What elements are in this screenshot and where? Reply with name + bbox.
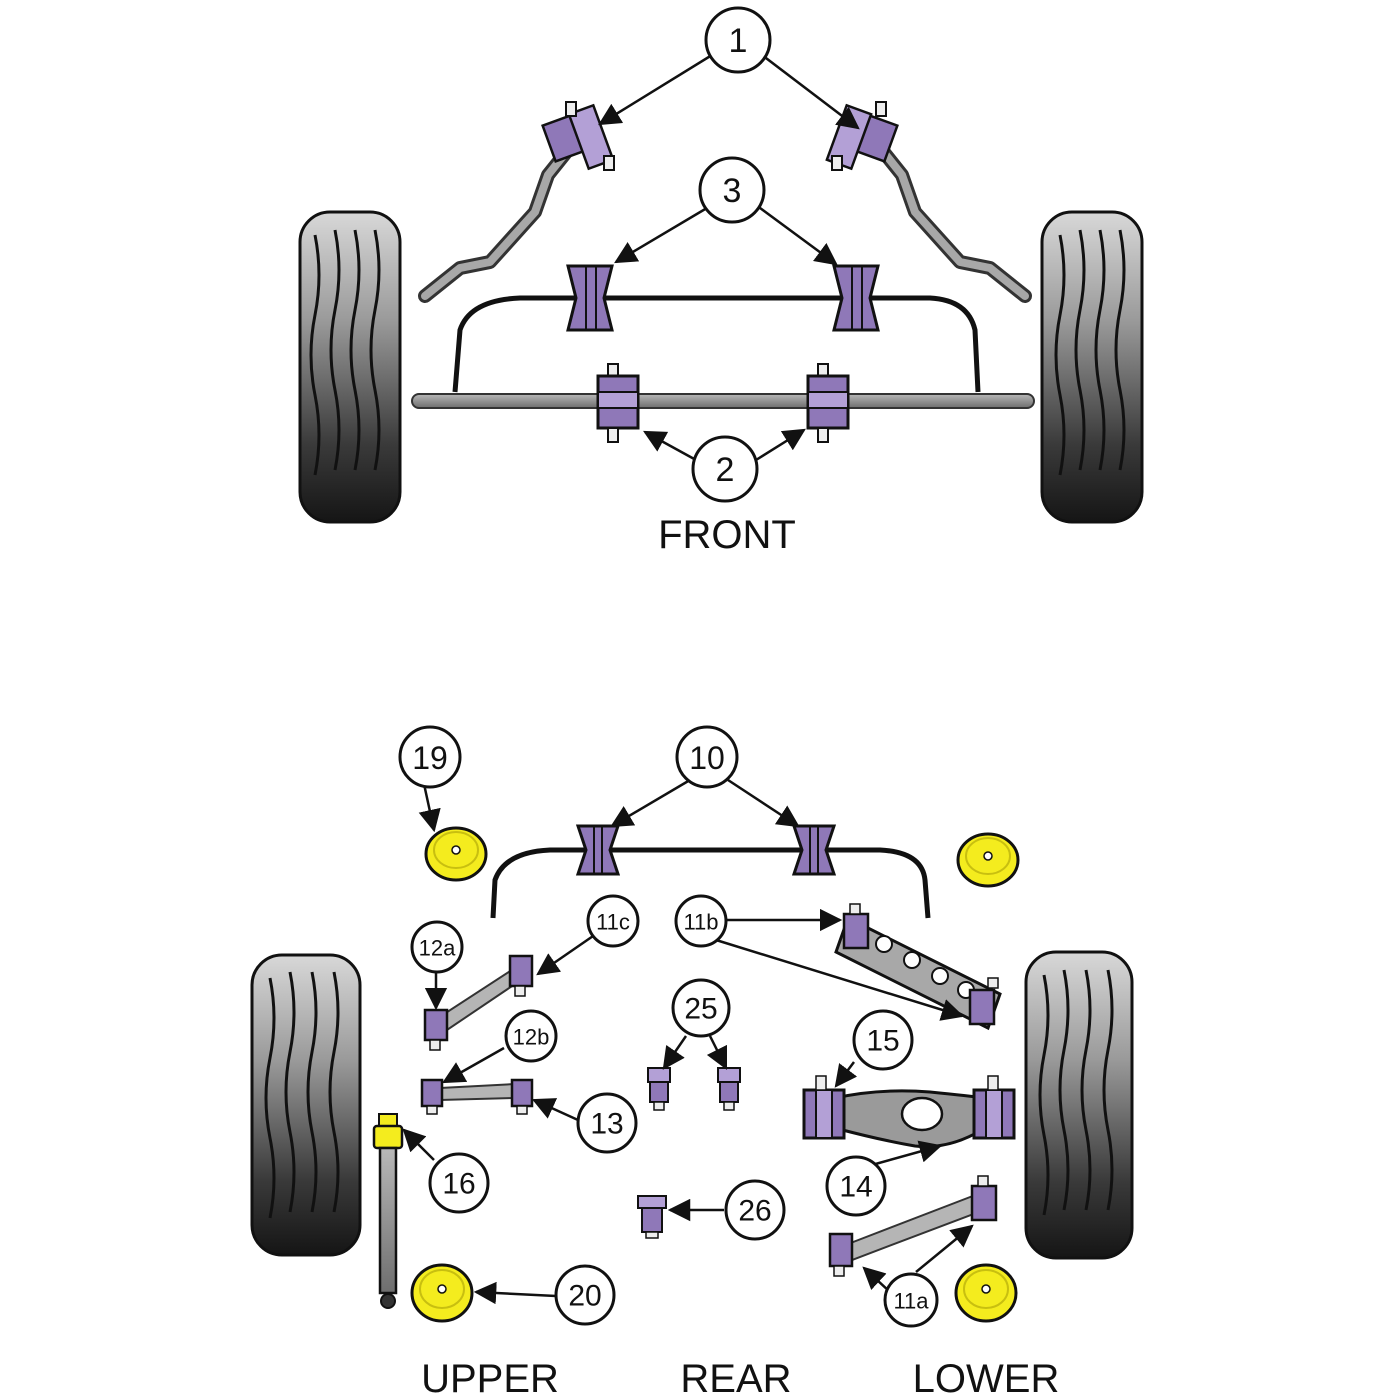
front-label: FRONT [658, 513, 796, 557]
bush-2-right [806, 363, 850, 443]
svg-text:19: 19 [412, 740, 448, 776]
bush-3-left [566, 264, 614, 332]
bush-26 [637, 1195, 667, 1239]
callout-11a: 11a [883, 1272, 939, 1328]
svg-text:11b: 11b [683, 910, 718, 935]
top-mount-19-left [424, 826, 488, 882]
front-diagram: 1 3 2 FRONT [298, 6, 1144, 557]
bush-10-right [791, 824, 837, 876]
rear-arrows [402, 778, 974, 1305]
svg-text:2: 2 [716, 451, 735, 489]
callout-3: 3 [698, 156, 766, 224]
front-right-tyre [1040, 210, 1144, 524]
front-subframe-bar [452, 295, 981, 393]
svg-text:26: 26 [738, 1195, 771, 1228]
callout-15: 15 [852, 1009, 914, 1071]
lower-label: LOWER [913, 1357, 1060, 1400]
shock-absorber-16 [372, 1113, 404, 1309]
bush-25-right [717, 1067, 741, 1111]
rear-label: REAR [680, 1357, 791, 1400]
top-mount-19-right [956, 832, 1020, 888]
arm-12a-11c [423, 954, 534, 1051]
front-left-tyre [298, 210, 402, 524]
svg-text:12a: 12a [419, 936, 456, 961]
bush-25-left [647, 1067, 671, 1111]
upper-label: UPPER [421, 1357, 559, 1400]
callout-2: 2 [691, 435, 759, 503]
callout-10: 10 [675, 725, 739, 789]
svg-text:10: 10 [689, 740, 725, 776]
bush-1-right [825, 101, 899, 171]
svg-text:11c: 11c [596, 910, 630, 935]
callout-16: 16 [428, 1152, 490, 1214]
rear-diagram: 19 10 11c 11b 12a 12b 25 15 [250, 725, 1134, 1400]
arm-11a [828, 1175, 998, 1277]
callout-1: 1 [704, 6, 772, 74]
callout-26: 26 [724, 1179, 786, 1241]
callout-11c: 11c [586, 894, 640, 948]
svg-text:15: 15 [866, 1025, 899, 1058]
callout-19: 19 [398, 725, 462, 789]
callout-25: 25 [671, 978, 731, 1038]
arm-11b [834, 903, 1002, 1031]
svg-text:25: 25 [684, 993, 717, 1026]
callout-12a: 12a [410, 920, 464, 974]
callout-20: 20 [554, 1264, 616, 1326]
svg-text:3: 3 [723, 172, 742, 210]
callout-13: 13 [576, 1092, 638, 1154]
svg-text:1: 1 [729, 22, 748, 60]
rear-left-tyre [250, 953, 362, 1257]
svg-text:11a: 11a [893, 1289, 929, 1314]
arm-14-15 [802, 1075, 1016, 1149]
front-arrows [598, 53, 860, 462]
svg-text:12b: 12b [513, 1025, 550, 1050]
lower-mount-20-right [954, 1263, 1018, 1323]
svg-text:20: 20 [568, 1280, 601, 1313]
arm-12b-13 [420, 1078, 534, 1115]
callout-14: 14 [825, 1155, 887, 1217]
callout-12b: 12b [504, 1009, 558, 1063]
svg-text:16: 16 [442, 1168, 475, 1201]
bush-3-right [832, 264, 880, 332]
bush-2-left [596, 363, 640, 443]
rear-anti-roll-bar [490, 847, 931, 919]
svg-text:14: 14 [839, 1171, 872, 1204]
bush-1-left [541, 101, 615, 171]
callout-11b: 11b [674, 894, 728, 948]
svg-text:13: 13 [590, 1108, 623, 1141]
front-track-bar [411, 393, 1035, 409]
lower-mount-20-left [410, 1263, 474, 1323]
rear-right-tyre [1024, 950, 1134, 1260]
